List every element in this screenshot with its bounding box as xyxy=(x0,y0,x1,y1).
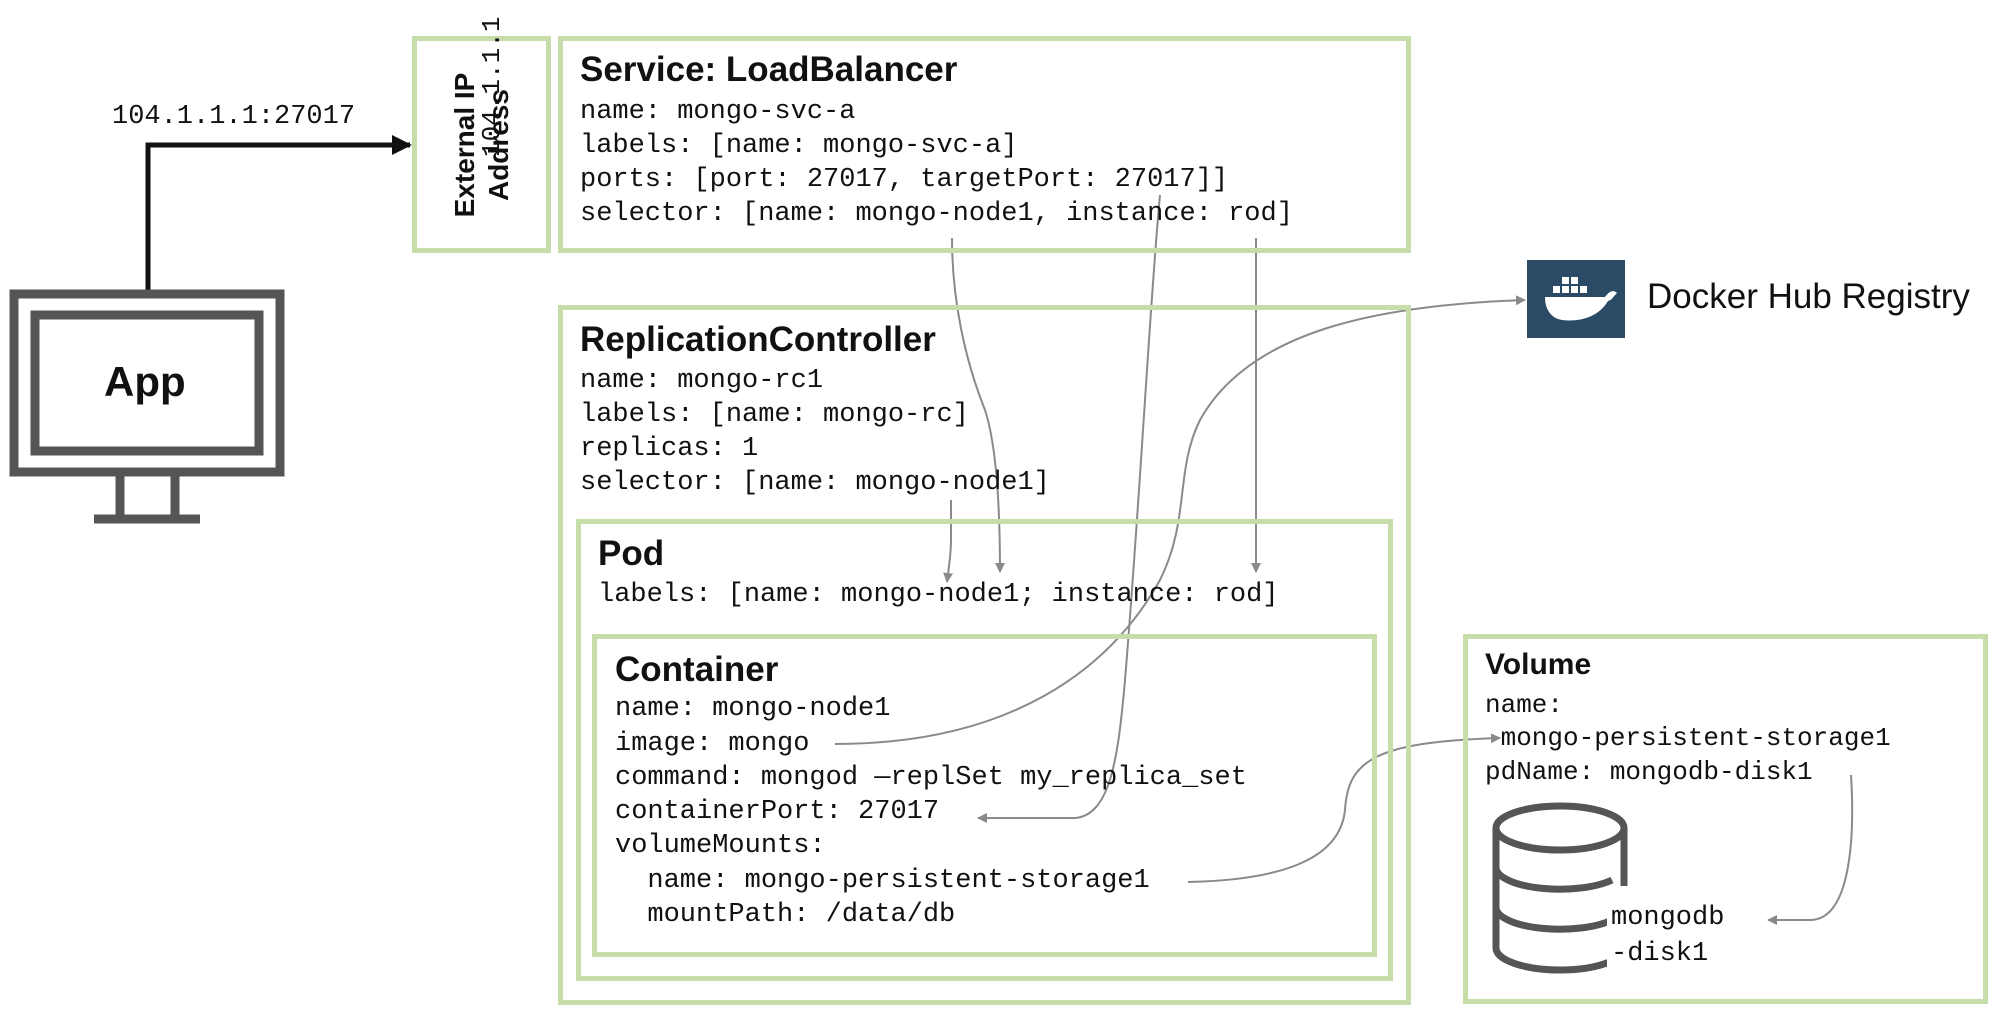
monitor-icon xyxy=(9,289,285,524)
service-line: selector: [name: mongo-node1, instance: … xyxy=(580,199,1293,229)
volume-line: name: xyxy=(1485,690,1564,720)
external-ip-box: External IP Address 104.1.1.1 xyxy=(412,16,551,253)
container-line: image: mongo xyxy=(615,729,810,759)
service-line: ports: [port: 27017, targetPort: 27017]] xyxy=(580,165,1229,195)
external-ip-address: 104.1.1.1 xyxy=(477,16,507,157)
volume-title: Volume xyxy=(1485,648,1592,681)
connection-label: 104.1.1.1:27017 xyxy=(112,102,356,132)
app-label: App xyxy=(104,358,186,405)
pod-box xyxy=(576,519,1393,981)
container-line: command: mongod —replSet my_replica_set xyxy=(615,763,1247,793)
volume-line: mongo-persistent-storage1 xyxy=(1485,723,1891,753)
container-line: containerPort: 27017 xyxy=(615,797,940,827)
container-line: name: mongo-persistent-storage1 xyxy=(615,866,1150,896)
app-to-external-ip-arrow xyxy=(145,135,412,292)
rc-line: replicas: 1 xyxy=(580,434,759,464)
selector-node-arrow xyxy=(951,237,1005,573)
container-line: mountPath: /data/db xyxy=(615,900,956,930)
service-box xyxy=(558,36,1411,253)
disk-label-line1: mongodb xyxy=(1607,903,1729,933)
service-line: name: mongo-svc-a xyxy=(580,97,856,127)
volume-box xyxy=(1463,634,1988,1004)
rc-selector-arrow xyxy=(943,500,954,583)
service-title: Service: LoadBalancer xyxy=(580,50,958,89)
rc-line: selector: [name: mongo-node1] xyxy=(580,468,1050,498)
pod-line: labels: [name: mongo-node1; instance: ro… xyxy=(598,580,1279,610)
disk-label-line2: -disk1 xyxy=(1607,939,1713,969)
rc-line: name: mongo-rc1 xyxy=(580,366,824,396)
volume-line: pdName: mongodb-disk1 xyxy=(1485,757,1813,787)
container-title: Container xyxy=(615,650,779,689)
target-port-arrow xyxy=(977,194,1161,823)
rc-line: labels: [name: mongo-rc] xyxy=(580,400,969,430)
docker-hub-label: Docker Hub Registry xyxy=(1647,277,1970,316)
container-line: volumeMounts: xyxy=(615,831,826,861)
image-to-docker-arrow xyxy=(834,295,1526,745)
container-box xyxy=(592,634,1377,957)
pdname-to-disk-arrow xyxy=(1767,774,1854,925)
pod-title: Pod xyxy=(598,534,665,573)
rc-title: ReplicationController xyxy=(580,320,936,359)
container-line: name: mongo-node1 xyxy=(615,694,891,724)
docker-logo-icon xyxy=(1527,260,1625,338)
service-line: labels: [name: mongo-svc-a] xyxy=(580,131,1018,161)
replication-controller-box xyxy=(558,305,1411,1005)
